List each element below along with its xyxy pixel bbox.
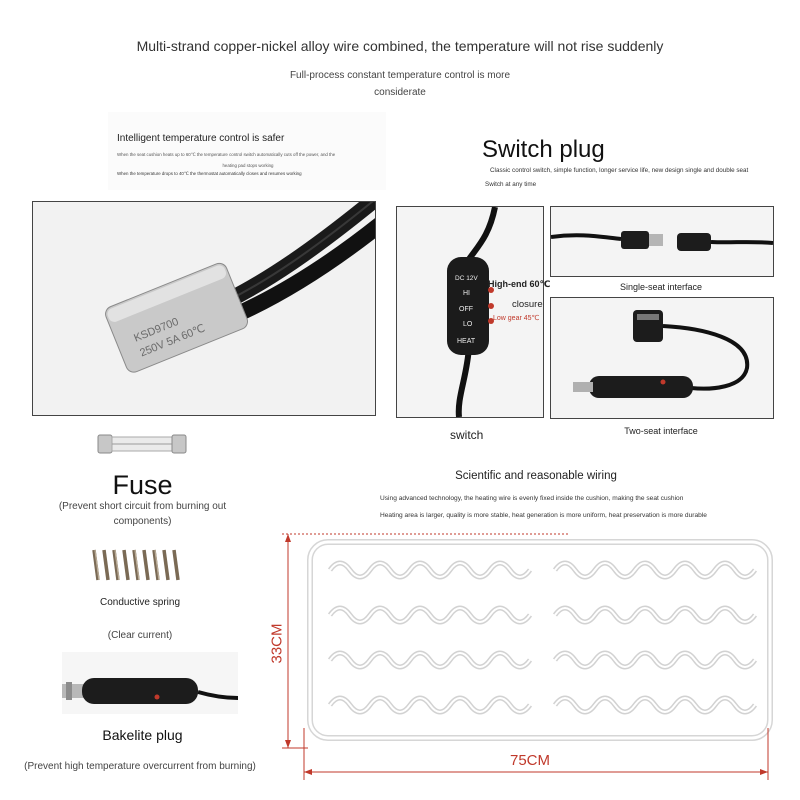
ctrl-label-off: OFF [459,306,473,313]
closure-label: closure [512,299,543,310]
single-seat-label: Single-seat interface [619,282,703,292]
bakelite-title: Bakelite plug [102,727,183,743]
wiring-desc-2: Heating area is larger, quality is more … [380,512,707,519]
ctrl-label-heat: HEAT [457,338,476,345]
switch-plug-title: Switch plug [482,136,605,163]
fuse-desc-1: (Prevent short circuit from burning out [58,501,227,512]
thermostat-text-panel [108,112,386,190]
heating-wire-row [554,562,756,578]
spring-icon [92,549,180,581]
heating-wire-row [554,697,756,713]
ctrl-label-hi: HI [463,290,470,297]
thermostat-note-2: When the temperature drops to 40℃ the th… [117,171,302,176]
headline: Multi-strand copper-nickel alloy wire co… [136,38,664,54]
switch-plug-desc-1: Classic control switch, simple function,… [490,167,749,174]
spring-title: Conductive spring [99,597,181,608]
heating-wire-row [329,697,531,713]
low-gear-label: Low gear 45℃ [493,315,540,322]
high-end-label: High-end 60℃ [488,279,551,289]
controller-photo: DC 12V HI OFF LO HEAT [396,206,544,418]
ctrl-label-dc: DC 12V [455,275,478,282]
heating-wire-row [329,562,531,578]
dimension-lines [282,533,769,780]
thermostat-illustration: KSD9700 250V 5A 60℃ [33,202,375,415]
heating-wire-row [554,652,756,668]
heating-wire-row [329,607,531,623]
heating-wire-row [329,652,531,668]
bakelite-plug-illustration [62,678,238,704]
two-seat-illustration [551,298,773,418]
spring-desc: (Clear current) [107,630,173,641]
subline-1: Full-process constant temperature contro… [289,70,511,81]
single-seat-illustration [551,207,773,276]
height-dimension: 33CM [262,615,292,675]
thermostat-note-1a: When the seat cushion heats up to 60℃ th… [117,152,336,157]
two-seat-label: Two-seat interface [624,426,698,436]
fuse-icon [97,434,187,454]
ctrl-label-lo: LO [463,321,473,328]
fuse-desc-2: components) [113,516,172,527]
switch-label: switch [450,428,484,442]
thermostat-note-1b: heating pad stops working [222,163,274,168]
fuse-title: Fuse [112,470,173,500]
wiring-desc-1: Using advanced technology, the heating w… [380,495,684,502]
thermostat-title: Intelligent temperature control is safer [117,133,285,144]
heating-wire-row [554,607,756,623]
bakelite-desc: (Prevent high temperature overcurrent fr… [24,761,256,772]
switch-plug-desc-2: Switch at any time [485,181,537,188]
single-seat-photo [550,206,774,277]
two-seat-photo [550,297,774,419]
subline-2: considerate [374,87,426,98]
controller-illustration: DC 12V HI OFF LO HEAT [397,207,543,417]
heating-wire-diagram [307,539,773,741]
wiring-title: Scientific and reasonable wiring [455,470,617,482]
thermostat-photo: KSD9700 250V 5A 60℃ [32,201,376,416]
height-dimension-label: 33CM [268,623,286,664]
bakelite-photo [62,652,238,714]
width-dimension-label: 75CM [509,752,550,769]
